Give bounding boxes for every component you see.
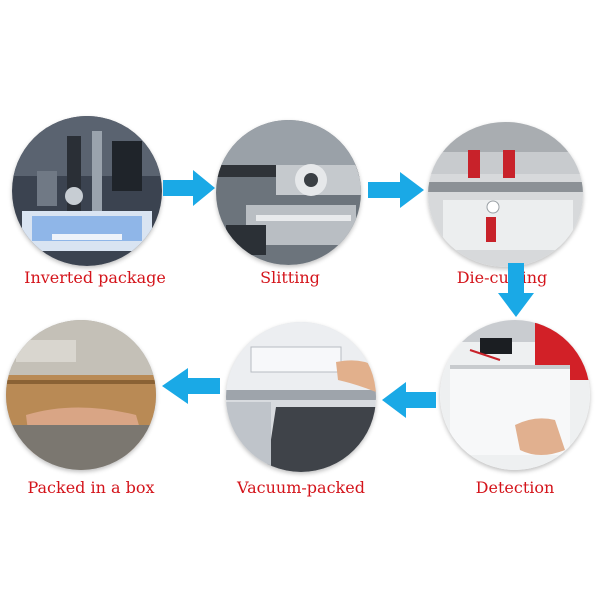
packed-in-a-box-photo [6,320,156,470]
inverted-package-photo [12,116,162,266]
vacuum-packed-photo [226,322,376,472]
arrow-right-icon [368,172,424,208]
arrow-down-icon [498,263,534,317]
step-label: Packed in a box [27,478,155,497]
die-cutting-photo [428,122,583,267]
step-label: Inverted package [24,268,166,287]
detection-photo [440,320,590,470]
arrow-right-icon [163,170,215,206]
slitting-photo [216,120,361,265]
step-label: Slitting [260,268,320,287]
arrow-left-icon [162,368,220,404]
step-label: Vacuum-packed [237,478,365,497]
step-label: Die-cutting [456,268,548,287]
arrow-left-icon [382,382,436,418]
step-label: Detection [475,478,555,497]
